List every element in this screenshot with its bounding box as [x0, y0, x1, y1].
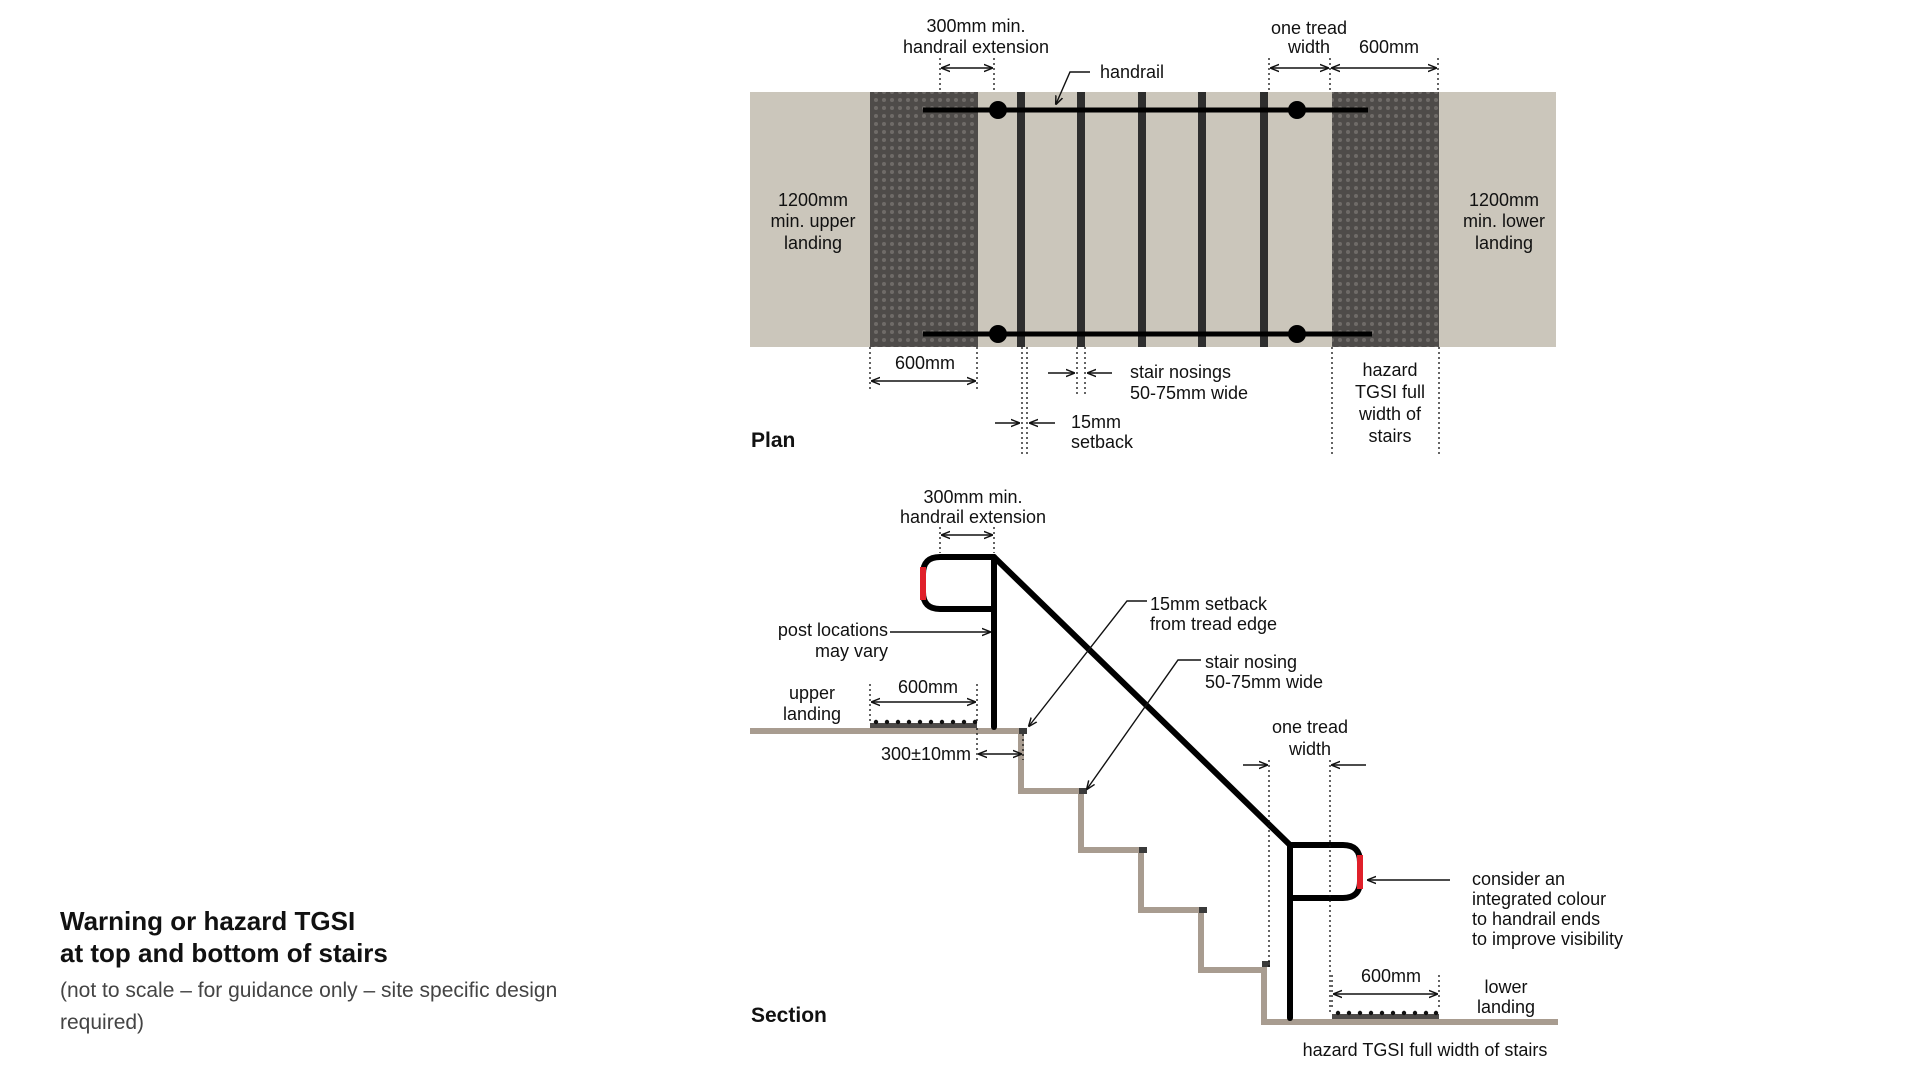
plan-upper-landing-label: min. upper: [770, 211, 855, 231]
plan-nosing-label: 50-75mm wide: [1130, 383, 1248, 403]
section-dimension-arrows: [872, 535, 1450, 994]
figure-title: Warning or hazard TGSI: [60, 906, 356, 936]
plan-lower-landing-label: min. lower: [1463, 211, 1545, 231]
section-lower-landing-label: landing: [1477, 997, 1535, 1017]
section-nosing-label: stair nosing: [1205, 652, 1297, 672]
plan-nosing-label: stair nosings: [1130, 362, 1231, 382]
section-nosing: [1019, 728, 1027, 734]
section-tread-label: width: [1288, 739, 1331, 759]
plan-hazard-label: stairs: [1368, 426, 1411, 446]
plan-nosing: [1077, 92, 1085, 347]
plan-tread-label: one tread: [1271, 18, 1347, 38]
section-dim-300: 300±10mm: [881, 744, 971, 764]
plan-nosing: [1260, 92, 1268, 347]
section-labels: 300mm min. handrail extension post locat…: [751, 487, 1623, 1060]
plan-post: [1288, 325, 1306, 343]
section-view: 300mm min. handrail extension post locat…: [750, 487, 1623, 1060]
plan-tgsi-lower: [1332, 92, 1439, 347]
section-setback-label: from tread edge: [1150, 614, 1277, 634]
plan-labels: 300mm min. handrail extension handrail o…: [751, 16, 1545, 452]
plan-dim-600-top: 600mm: [1359, 37, 1419, 57]
section-post-label: may vary: [815, 641, 888, 661]
figure-title-block: Warning or hazard TGSI at top and bottom…: [60, 905, 620, 1039]
plan-heading: Plan: [751, 429, 795, 452]
plan-lower-landing-label: landing: [1475, 233, 1533, 253]
section-tgsi-studs: [873, 719, 1439, 1016]
section-nosing-label: 50-75mm wide: [1205, 672, 1323, 692]
section-colour-label: to handrail ends: [1472, 909, 1600, 929]
plan-post: [1288, 101, 1306, 119]
section-upper-landing-label: upper: [789, 683, 835, 703]
plan-dimension-guides: [869, 58, 1440, 455]
plan-nosing: [1198, 92, 1206, 347]
plan-extension-label: 300mm min.: [926, 16, 1025, 36]
plan-view: 300mm min. handrail extension handrail o…: [750, 16, 1556, 455]
section-dimension-guides: [869, 527, 1440, 1012]
plan-upper-landing-label: landing: [784, 233, 842, 253]
section-colour-label: to improve visibility: [1472, 929, 1623, 949]
section-post-label: post locations: [778, 620, 888, 640]
section-upper-landing-label: landing: [783, 704, 841, 724]
section-dim-600-lower: 600mm: [1361, 966, 1421, 986]
section-tgsi-lower: [1332, 1014, 1439, 1019]
section-heading: Section: [751, 1004, 827, 1027]
section-stair-nosings: [1019, 728, 1270, 967]
plan-nosing: [1138, 92, 1146, 347]
section-lower-landing-label: lower: [1484, 977, 1527, 997]
figure-subtitle: (not to scale – for guidance only – site…: [60, 979, 558, 1034]
section-handrail: [920, 554, 1363, 1021]
figure-title: at top and bottom of stairs: [60, 938, 388, 968]
plan-hazard-label: TGSI full: [1355, 382, 1425, 402]
section-colour-label: integrated colour: [1472, 889, 1606, 909]
section-nosing: [1199, 907, 1207, 913]
plan-lower-landing-label: 1200mm: [1469, 190, 1539, 210]
plan-dimension-arrows: [872, 68, 1436, 423]
section-handrail-sloped: [991, 554, 1293, 848]
section-setback-label: 15mm setback: [1150, 594, 1268, 614]
plan-extension-label: handrail extension: [903, 37, 1049, 57]
section-handrail-upper-return: [920, 554, 997, 612]
plan-handrail-label: handrail: [1100, 62, 1164, 82]
plan-setback-label: 15mm: [1071, 412, 1121, 432]
section-ground-profile: [750, 728, 1558, 1025]
section-nosing: [1139, 847, 1147, 853]
section-nosing: [1079, 788, 1087, 794]
section-dim-600-upper: 600mm: [898, 677, 958, 697]
plan-tgsi-upper: [870, 92, 978, 347]
plan-dim-600-bottom: 600mm: [895, 353, 955, 373]
plan-stair-nosings: [1017, 92, 1268, 347]
plan-post: [989, 101, 1007, 119]
section-tread-label: one tread: [1272, 717, 1348, 737]
section-hazard-label: hazard TGSI full width of stairs: [1303, 1040, 1548, 1060]
plan-post: [989, 325, 1007, 343]
plan-hazard-label: hazard: [1362, 360, 1417, 380]
plan-upper-landing-label: 1200mm: [778, 190, 848, 210]
section-tgsi-upper: [870, 723, 977, 728]
section-extension-label: handrail extension: [900, 507, 1046, 527]
plan-tread-label: width: [1287, 37, 1330, 57]
section-extension-label: 300mm min.: [923, 487, 1022, 507]
section-handrail-lower-return: [1287, 842, 1363, 901]
plan-hazard-label: width of: [1358, 404, 1422, 424]
plan-nosing: [1017, 92, 1025, 347]
section-nosing: [1262, 961, 1270, 967]
plan-setback-label: setback: [1071, 432, 1134, 452]
section-colour-label: consider an: [1472, 869, 1565, 889]
